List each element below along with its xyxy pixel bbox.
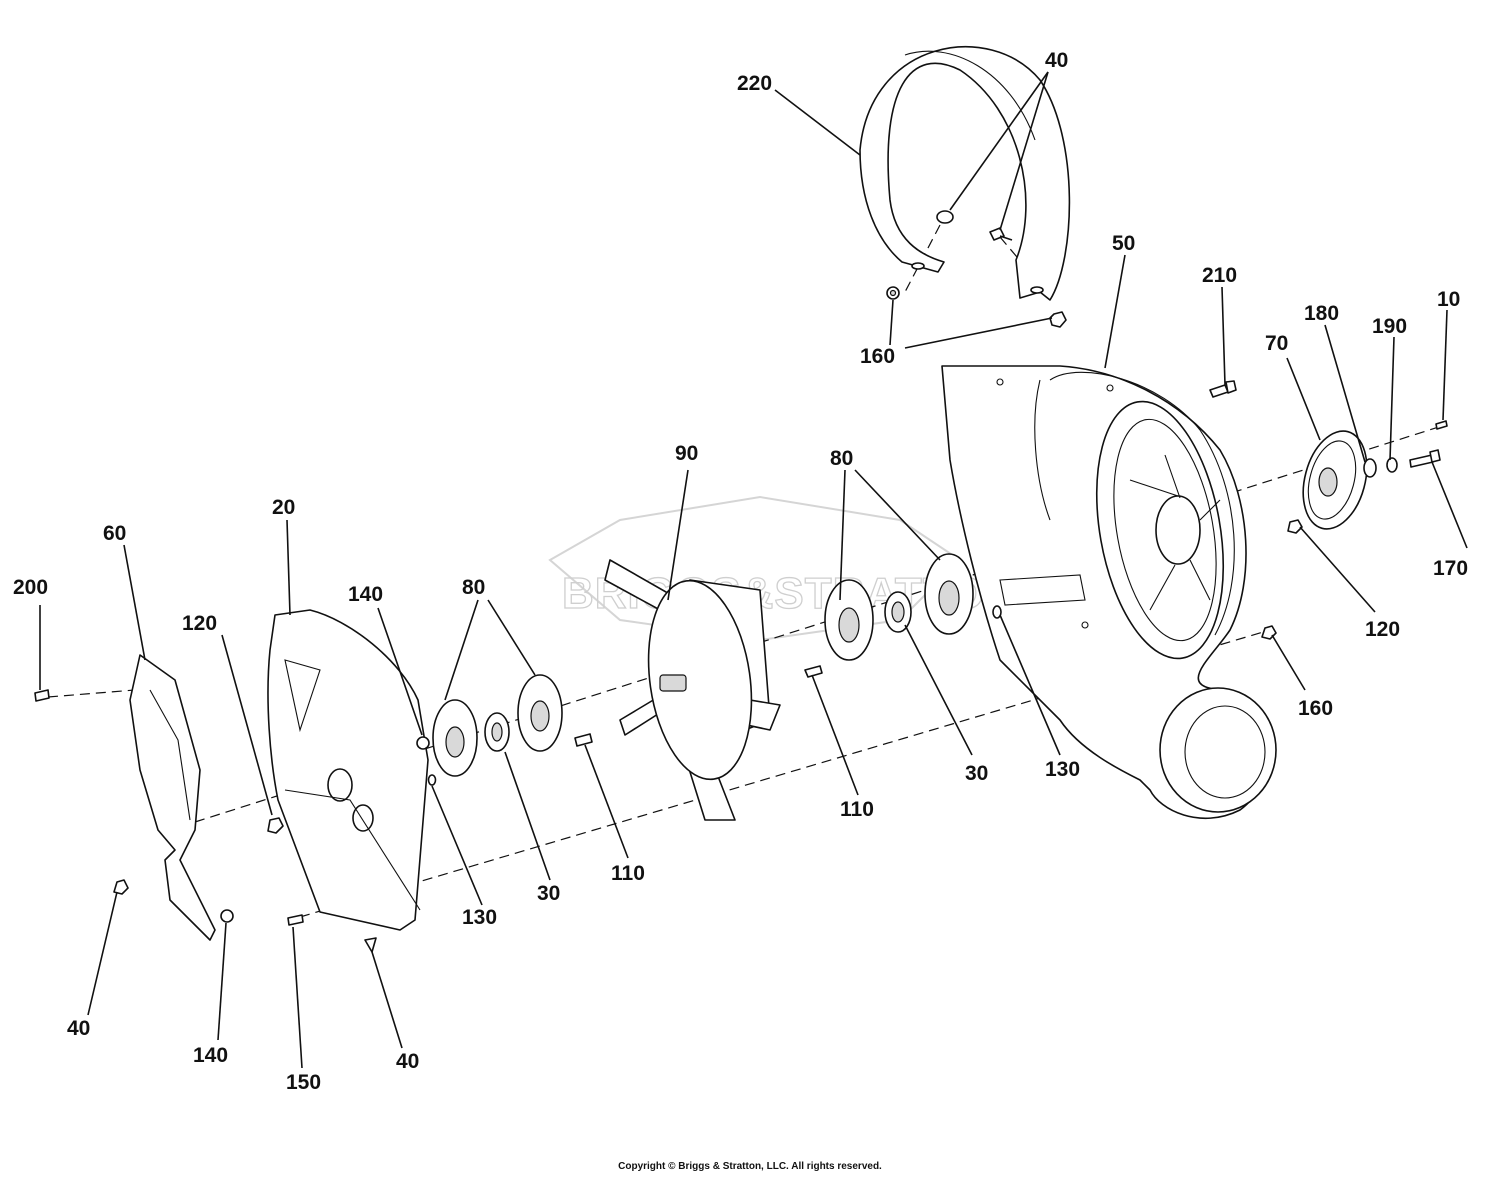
hardware-top xyxy=(886,210,1067,328)
callout-30-left: 30 xyxy=(537,882,560,905)
part-220-belt-guard xyxy=(859,46,1071,301)
bolt-150 xyxy=(287,914,304,926)
callout-140-bottom: 140 xyxy=(193,1044,228,1067)
callout-20: 20 xyxy=(272,496,295,519)
callout-40-bottom: 40 xyxy=(396,1050,419,1073)
callout-80-left: 80 xyxy=(462,576,485,599)
part-210-bolt xyxy=(1209,380,1237,398)
nut-120-left xyxy=(267,817,284,834)
bolt-170 xyxy=(1409,454,1434,468)
callout-120-left: 120 xyxy=(182,612,217,635)
callout-130-left: 130 xyxy=(462,906,497,929)
callout-150: 150 xyxy=(286,1071,321,1094)
callout-90: 90 xyxy=(675,442,698,465)
callout-200: 200 xyxy=(13,576,48,599)
callout-10: 10 xyxy=(1437,288,1460,311)
part-200-bolt xyxy=(34,689,50,702)
callout-110-left: 110 xyxy=(611,862,645,885)
callout-120-right: 120 xyxy=(1365,618,1400,641)
pulley-hardware xyxy=(1261,420,1448,640)
callout-170: 170 xyxy=(1433,557,1468,580)
callout-30-right: 30 xyxy=(965,762,988,785)
callouts: 220 40 160 50 210 180 190 10 70 170 120 … xyxy=(13,49,1468,1094)
callout-40-bottom-left: 40 xyxy=(67,1017,90,1040)
nut-top-right xyxy=(1049,311,1067,328)
washer-180 xyxy=(1363,458,1377,478)
carriage-bolt-top-left xyxy=(936,210,954,224)
part-110-right-bolt xyxy=(804,665,823,678)
nut-140-bottom xyxy=(220,909,234,923)
callout-110-right: 110 xyxy=(840,798,874,821)
leader-lines xyxy=(39,71,1468,1069)
carriage-bolt-40-bottom xyxy=(364,937,377,953)
callout-40-top: 40 xyxy=(1045,49,1068,72)
callout-70: 70 xyxy=(1265,332,1288,355)
part-60-shield xyxy=(129,654,216,941)
callout-210: 210 xyxy=(1202,264,1237,287)
bolt-110-left xyxy=(574,733,593,747)
left-hardware xyxy=(113,674,593,953)
callout-180: 180 xyxy=(1304,302,1339,325)
washer-130-left xyxy=(427,774,437,786)
callout-130-right: 130 xyxy=(1045,758,1080,781)
carriage-bolt-top-right xyxy=(989,227,1013,241)
part-50-blower-housing xyxy=(941,365,1277,820)
callout-60: 60 xyxy=(103,522,126,545)
part-30-right-bearing xyxy=(884,591,912,633)
callout-50: 50 xyxy=(1112,232,1135,255)
part-20-side-plate xyxy=(267,609,429,931)
part-90-impeller xyxy=(604,559,781,821)
callout-140-top: 140 xyxy=(348,583,383,606)
callout-190: 190 xyxy=(1372,315,1407,338)
part-80-right-flanges xyxy=(824,553,974,661)
copyright-notice: Copyright © Briggs & Stratton, LLC. All … xyxy=(618,1161,882,1172)
callout-160-top: 160 xyxy=(860,345,895,368)
callout-80-right: 80 xyxy=(830,447,853,470)
key-10 xyxy=(1435,420,1448,430)
nut-140-top xyxy=(416,736,430,750)
callout-160-right: 160 xyxy=(1298,697,1333,720)
callout-220: 220 xyxy=(737,72,772,95)
nut-120-right xyxy=(1287,519,1303,534)
lock-washer-190 xyxy=(1386,457,1398,473)
part-130-right-washer xyxy=(992,605,1002,619)
part-70-pulley xyxy=(1302,430,1368,530)
nut-40-bottom-left xyxy=(113,879,129,895)
